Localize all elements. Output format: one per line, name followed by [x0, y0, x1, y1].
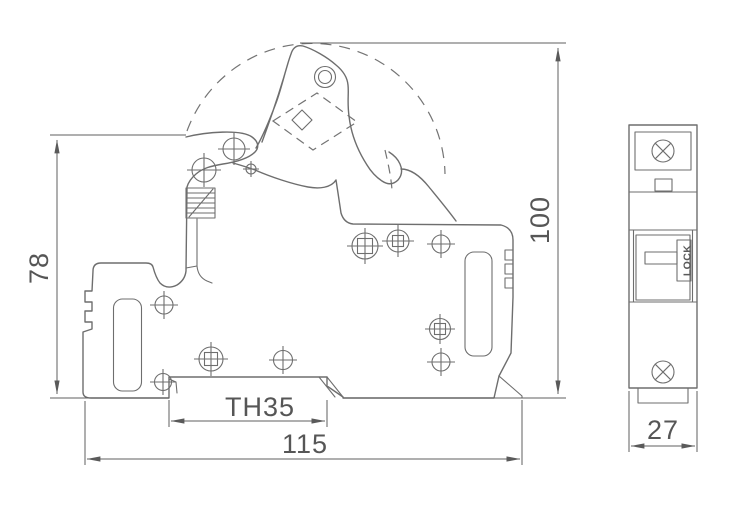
front-divider-lines [628, 191, 698, 303]
wire-funnel [185, 218, 213, 284]
lock-panel [635, 234, 691, 301]
lock-label: LOCK [681, 245, 693, 276]
center-mark [150, 291, 178, 319]
center-mark [269, 346, 297, 374]
screw-head-top-icon [651, 139, 675, 163]
indicator-window [654, 178, 673, 192]
front-view-drawing: LOCK 27 [628, 124, 698, 452]
center-mark [194, 342, 228, 376]
dimension-annotations: 78 100 TH35 115 [24, 42, 566, 465]
right-vent-slot [464, 251, 493, 357]
dim-label-115: 115 [282, 429, 328, 459]
center-mark [150, 369, 176, 395]
handle-grip-hole-inner [317, 69, 333, 85]
center-mark [427, 230, 455, 258]
center-mark [427, 348, 455, 376]
front-foot [637, 387, 689, 404]
dim-label-th35: TH35 [225, 392, 295, 422]
handle-swing-arc [186, 42, 446, 175]
front-top-window [634, 131, 692, 171]
handle-open-edge-dashed [384, 149, 393, 191]
front-extension-lines [628, 391, 698, 452]
center-mark [218, 133, 250, 165]
dim-label-78: 78 [24, 252, 54, 284]
pivot-pin-mark [243, 161, 259, 177]
side-view-drawing [82, 42, 523, 399]
center-mark [187, 153, 221, 187]
terminal-clamp [185, 187, 216, 219]
din-rail-latch-wedge [318, 376, 344, 398]
handle-outline [255, 44, 457, 222]
center-mark [425, 314, 455, 344]
lock-label-tab [676, 239, 692, 282]
fuse-window-mark [291, 109, 313, 131]
lock-slider-bar [644, 251, 678, 265]
left-vent-slot [112, 298, 143, 392]
fuse-window-open-dashed [271, 92, 359, 151]
right-edge-notches [504, 249, 514, 289]
body-outline [82, 131, 514, 399]
center-mark [347, 228, 383, 264]
dim-label-27: 27 [647, 415, 679, 445]
screw-head-bottom-icon [651, 360, 675, 384]
center-mark [382, 225, 414, 257]
handle-grip-hole [313, 65, 337, 89]
dim-label-100: 100 [525, 196, 555, 244]
extension-lines [50, 42, 566, 465]
